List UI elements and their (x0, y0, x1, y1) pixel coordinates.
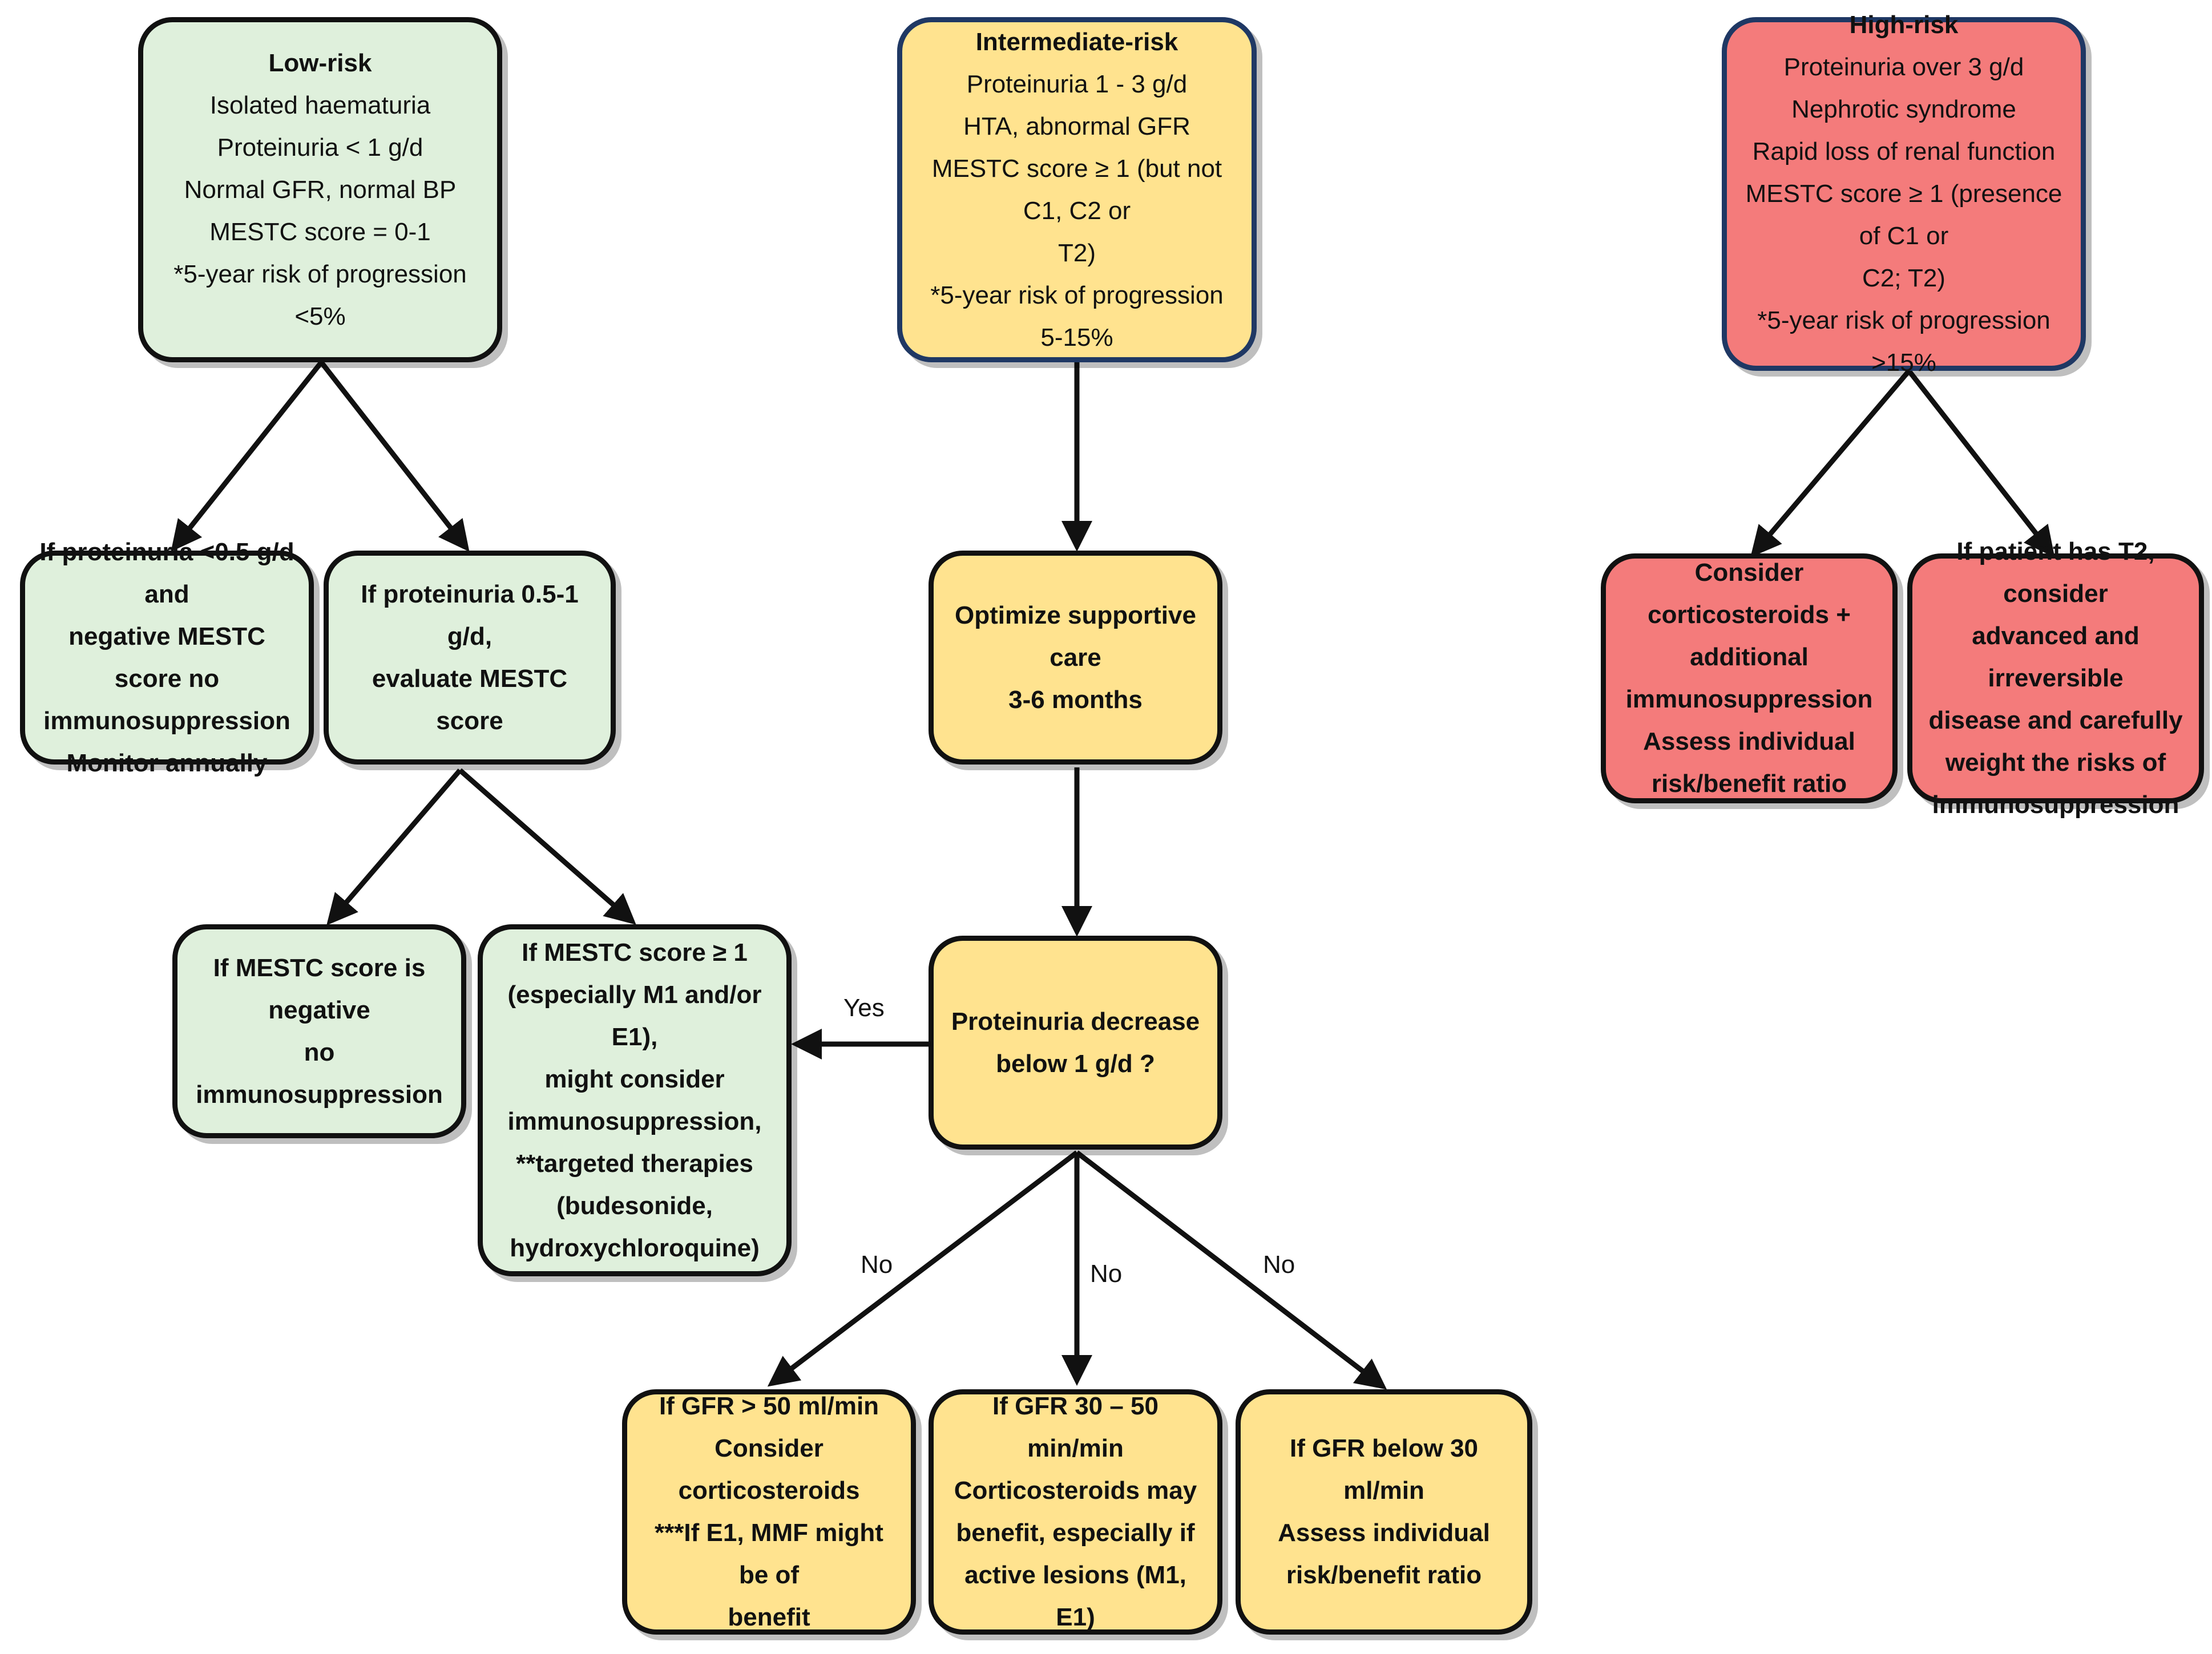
mestc-positive-line: If MESTC score ≥ 1 (522, 938, 748, 966)
high-risk-option-a-line: risk/benefit ratio (1651, 770, 1847, 798)
mestc-negative-line: If MESTC score is negative (213, 953, 426, 1024)
intermediate-risk-line: Proteinuria 1 - 3 g/d (966, 70, 1188, 98)
high-risk-option-b-line: advanced and irreversible (1972, 622, 2140, 692)
high-risk-option-a-line: Assess individual (1643, 727, 1855, 755)
mestc-negative-box: If MESTC score is negative no immunosupp… (172, 924, 466, 1138)
low-risk-title: Low-risk (268, 48, 372, 77)
gfr-30-50-line: benefit, especially if (956, 1519, 1195, 1547)
mestc-positive-line: (budesonide, (556, 1191, 713, 1220)
high-risk-option-a-box: Consider corticosteroids + additional im… (1601, 553, 1898, 803)
arrow-low-to-low-a (171, 361, 324, 552)
low-risk-line: Normal GFR, normal BP (184, 175, 457, 204)
low-risk-option-a-line: If proteinuria <0.5 g/d and (39, 537, 294, 608)
high-risk-option-a-line: additional (1690, 643, 1809, 671)
high-risk-option-b-line: disease and carefully (1928, 706, 2183, 734)
intermediate-risk-line: MESTC score ≥ 1 (but not C1, C2 or (931, 154, 1222, 225)
high-risk-option-b-line: If patient has T2, consider (1956, 537, 2155, 608)
mestc-positive-line: immunosuppression, (507, 1107, 762, 1135)
supportive-care-box: Optimize supportive care 3-6 months (929, 551, 1222, 765)
supportive-care-line: 3-6 months (1008, 685, 1143, 714)
mestc-negative-line: no immunosuppression (196, 1038, 443, 1109)
low-risk-line: MESTC score = 0-1 (209, 217, 431, 246)
high-risk-option-b-line: immunosuppression (1932, 791, 2179, 819)
gfr-below-30-box: If GFR below 30 ml/min Assess individual… (1236, 1389, 1532, 1635)
arrow-low-b-to-low-b1 (326, 769, 462, 925)
gfr-above-50-line: benefit (728, 1603, 810, 1631)
proteinuria-decrease-line: below 1 g/d ? (996, 1049, 1155, 1078)
mestc-positive-line: might consider (544, 1065, 725, 1093)
yes-label: Yes (843, 994, 885, 1022)
intermediate-risk-box: Intermediate-risk Proteinuria 1 - 3 g/d … (897, 17, 1257, 362)
proteinuria-decrease-box: Proteinuria decrease below 1 g/d ? (929, 936, 1222, 1150)
low-risk-line: Proteinuria < 1 g/d (217, 133, 423, 161)
low-risk-option-b-line: If proteinuria 0.5-1 g/d, (361, 580, 579, 650)
arrow-low-to-low-b (319, 361, 470, 552)
arrow-low-b-to-low-b2 (458, 768, 636, 925)
intermediate-risk-title: Intermediate-risk (975, 27, 1178, 56)
gfr-below-30-line: If GFR below 30 ml/min (1289, 1434, 1479, 1505)
gfr-30-50-line: Corticosteroids may (954, 1477, 1197, 1505)
high-risk-option-a-line: immunosuppression (1625, 685, 1873, 713)
arrow-high-to-high-a (1750, 369, 1911, 557)
gfr-above-50-line: Consider corticosteroids (678, 1434, 860, 1505)
gfr-30-50-line: active lesions (M1, E1) (964, 1561, 1186, 1631)
high-risk-option-b-box: If patient has T2, consider advanced and… (1907, 537, 2204, 819)
mestc-positive-line: hydroxychloroquine) (510, 1234, 760, 1262)
low-risk-line: Isolated haematuria (209, 91, 431, 119)
high-risk-line: MESTC score ≥ 1 (presence of C1 or (1745, 180, 2062, 250)
mestc-positive-box: If MESTC score ≥ 1 (especially M1 and/or… (478, 924, 792, 1276)
low-risk-box: Low-risk Isolated haematuria Proteinuria… (138, 17, 502, 362)
arrow-high-to-high-b (1907, 369, 2055, 558)
low-risk-option-a-line: Monitor annually (66, 749, 268, 777)
arrow-decrease-to-gfr-low (1075, 1150, 1387, 1390)
mestc-positive-line: **targeted therapies (516, 1149, 753, 1178)
high-risk-box: High-risk Proteinuria over 3 g/d Nephrot… (1722, 11, 2086, 377)
intermediate-risk-line: *5-year risk of progression 5-15% (930, 281, 1224, 351)
low-risk-option-b-box: If proteinuria 0.5-1 g/d, evaluate MESTC… (324, 551, 616, 765)
high-risk-line: C2; T2) (1862, 264, 1945, 292)
mestc-positive-line: (especially M1 and/or E1), (507, 980, 762, 1051)
no-label-left: No (861, 1251, 893, 1279)
high-risk-option-a-line: Consider corticosteroids + (1648, 559, 1851, 629)
low-risk-line: *5-year risk of progression <5% (173, 260, 467, 330)
low-risk-option-a-box: If proteinuria <0.5 g/d and negative MES… (20, 538, 314, 777)
high-risk-line: *5-year risk of progression >15% (1757, 306, 2050, 377)
proteinuria-decrease-line: Proteinuria decrease (951, 1007, 1200, 1036)
supportive-care-line: Optimize supportive care (955, 601, 1196, 672)
no-label-right: No (1263, 1251, 1295, 1279)
high-risk-option-b-line: weight the risks of (1945, 749, 2166, 777)
arrow-decrease-to-gfr-high (767, 1150, 1079, 1387)
gfr-30-50-box: If GFR 30 – 50 min/min Corticosteroids m… (929, 1389, 1222, 1635)
low-risk-option-a-line: negative MESTC score no (68, 622, 265, 693)
high-risk-line: Proteinuria over 3 g/d (1783, 53, 2024, 81)
high-risk-line: Nephrotic syndrome (1791, 95, 2016, 123)
gfr-above-50-box: If GFR > 50 ml/min Consider corticostero… (622, 1389, 916, 1635)
gfr-below-30-line: risk/benefit ratio (1286, 1561, 1482, 1589)
low-risk-option-a-line: immunosuppression (43, 706, 290, 735)
no-label-center: No (1090, 1260, 1123, 1288)
intermediate-risk-line: HTA, abnormal GFR (963, 112, 1190, 140)
high-risk-line: Rapid loss of renal function (1752, 138, 2056, 165)
high-risk-title: High-risk (1849, 11, 1959, 39)
low-risk-option-b-line: evaluate MESTC score (372, 664, 568, 735)
gfr-above-50-line: If GFR > 50 ml/min (659, 1392, 879, 1420)
intermediate-risk-line: T2) (1058, 238, 1096, 267)
gfr-30-50-line: If GFR 30 – 50 min/min (992, 1392, 1159, 1462)
gfr-below-30-line: Assess individual (1278, 1519, 1490, 1547)
gfr-above-50-line: ***If E1, MMF might be of (655, 1519, 883, 1589)
